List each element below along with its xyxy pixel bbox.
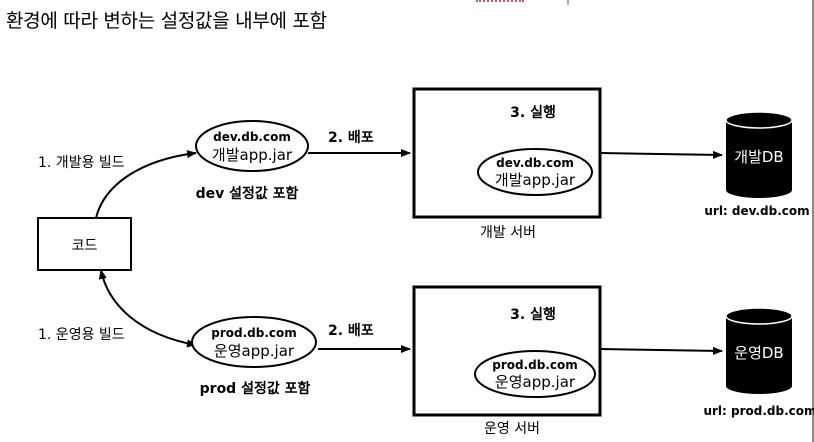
prod-db-url: url: prod.db.com bbox=[703, 404, 814, 418]
prod-server-box bbox=[412, 285, 602, 417]
dev-deploy-label: 2. 배포 bbox=[328, 130, 374, 146]
dev-artifact-url: dev.db.com bbox=[213, 130, 291, 144]
prod-artifact-caption: prod 설정값 포함 bbox=[200, 380, 311, 397]
dev-artifact-caption: dev 설정값 포함 bbox=[196, 185, 299, 202]
dev-db-cylinder bbox=[725, 111, 793, 198]
prod-server-caption: 운영 서버 bbox=[484, 421, 540, 437]
dev-server-artifact-name: 개발app.jar bbox=[495, 171, 576, 189]
prod-build-arrow bbox=[98, 269, 197, 348]
prod-db-arrow bbox=[599, 346, 723, 355]
window-edge bbox=[812, 0, 814, 442]
code-box bbox=[37, 217, 132, 271]
prod-server-artifact-name: 운영app.jar bbox=[495, 373, 576, 391]
dev-server-artifact-url: dev.db.com bbox=[496, 156, 574, 170]
prod-artifact-url: prod.db.com bbox=[211, 326, 297, 340]
ruler-tick bbox=[567, 0, 569, 5]
dev-artifact-name: 개발app.jar bbox=[212, 146, 293, 164]
dev-db-label: 개발DB bbox=[734, 148, 783, 166]
dev-build-arrow bbox=[95, 150, 197, 219]
prod-server-artifact-url: prod.db.com bbox=[492, 358, 578, 372]
selection-marker bbox=[476, 0, 524, 4]
prod-deploy-label: 2. 배포 bbox=[328, 323, 374, 339]
dev-db-arrow bbox=[599, 150, 723, 159]
code-box-label: 코드 bbox=[72, 238, 98, 254]
prod-server-artifact bbox=[474, 350, 596, 398]
prod-artifact-name: 운영app.jar bbox=[214, 342, 295, 360]
prod-db-label: 운영DB bbox=[734, 344, 783, 362]
dev-server-artifact bbox=[477, 148, 593, 196]
dev-server-caption: 개발 서버 bbox=[480, 225, 536, 241]
dev-db-url: url: dev.db.com bbox=[704, 204, 809, 218]
prod-build-label: 1. 운영용 빌드 bbox=[38, 327, 125, 343]
dev-run-label: 3. 실행 bbox=[510, 105, 556, 121]
dev-artifact bbox=[195, 120, 309, 172]
prod-artifact bbox=[191, 316, 317, 368]
prod-db-cylinder bbox=[725, 307, 793, 394]
dev-build-label: 1. 개발용 빌드 bbox=[38, 155, 125, 171]
prod-run-label: 3. 실행 bbox=[510, 307, 556, 323]
page-title: 환경에 따라 변하는 설정값을 내부에 포함 bbox=[6, 10, 327, 32]
